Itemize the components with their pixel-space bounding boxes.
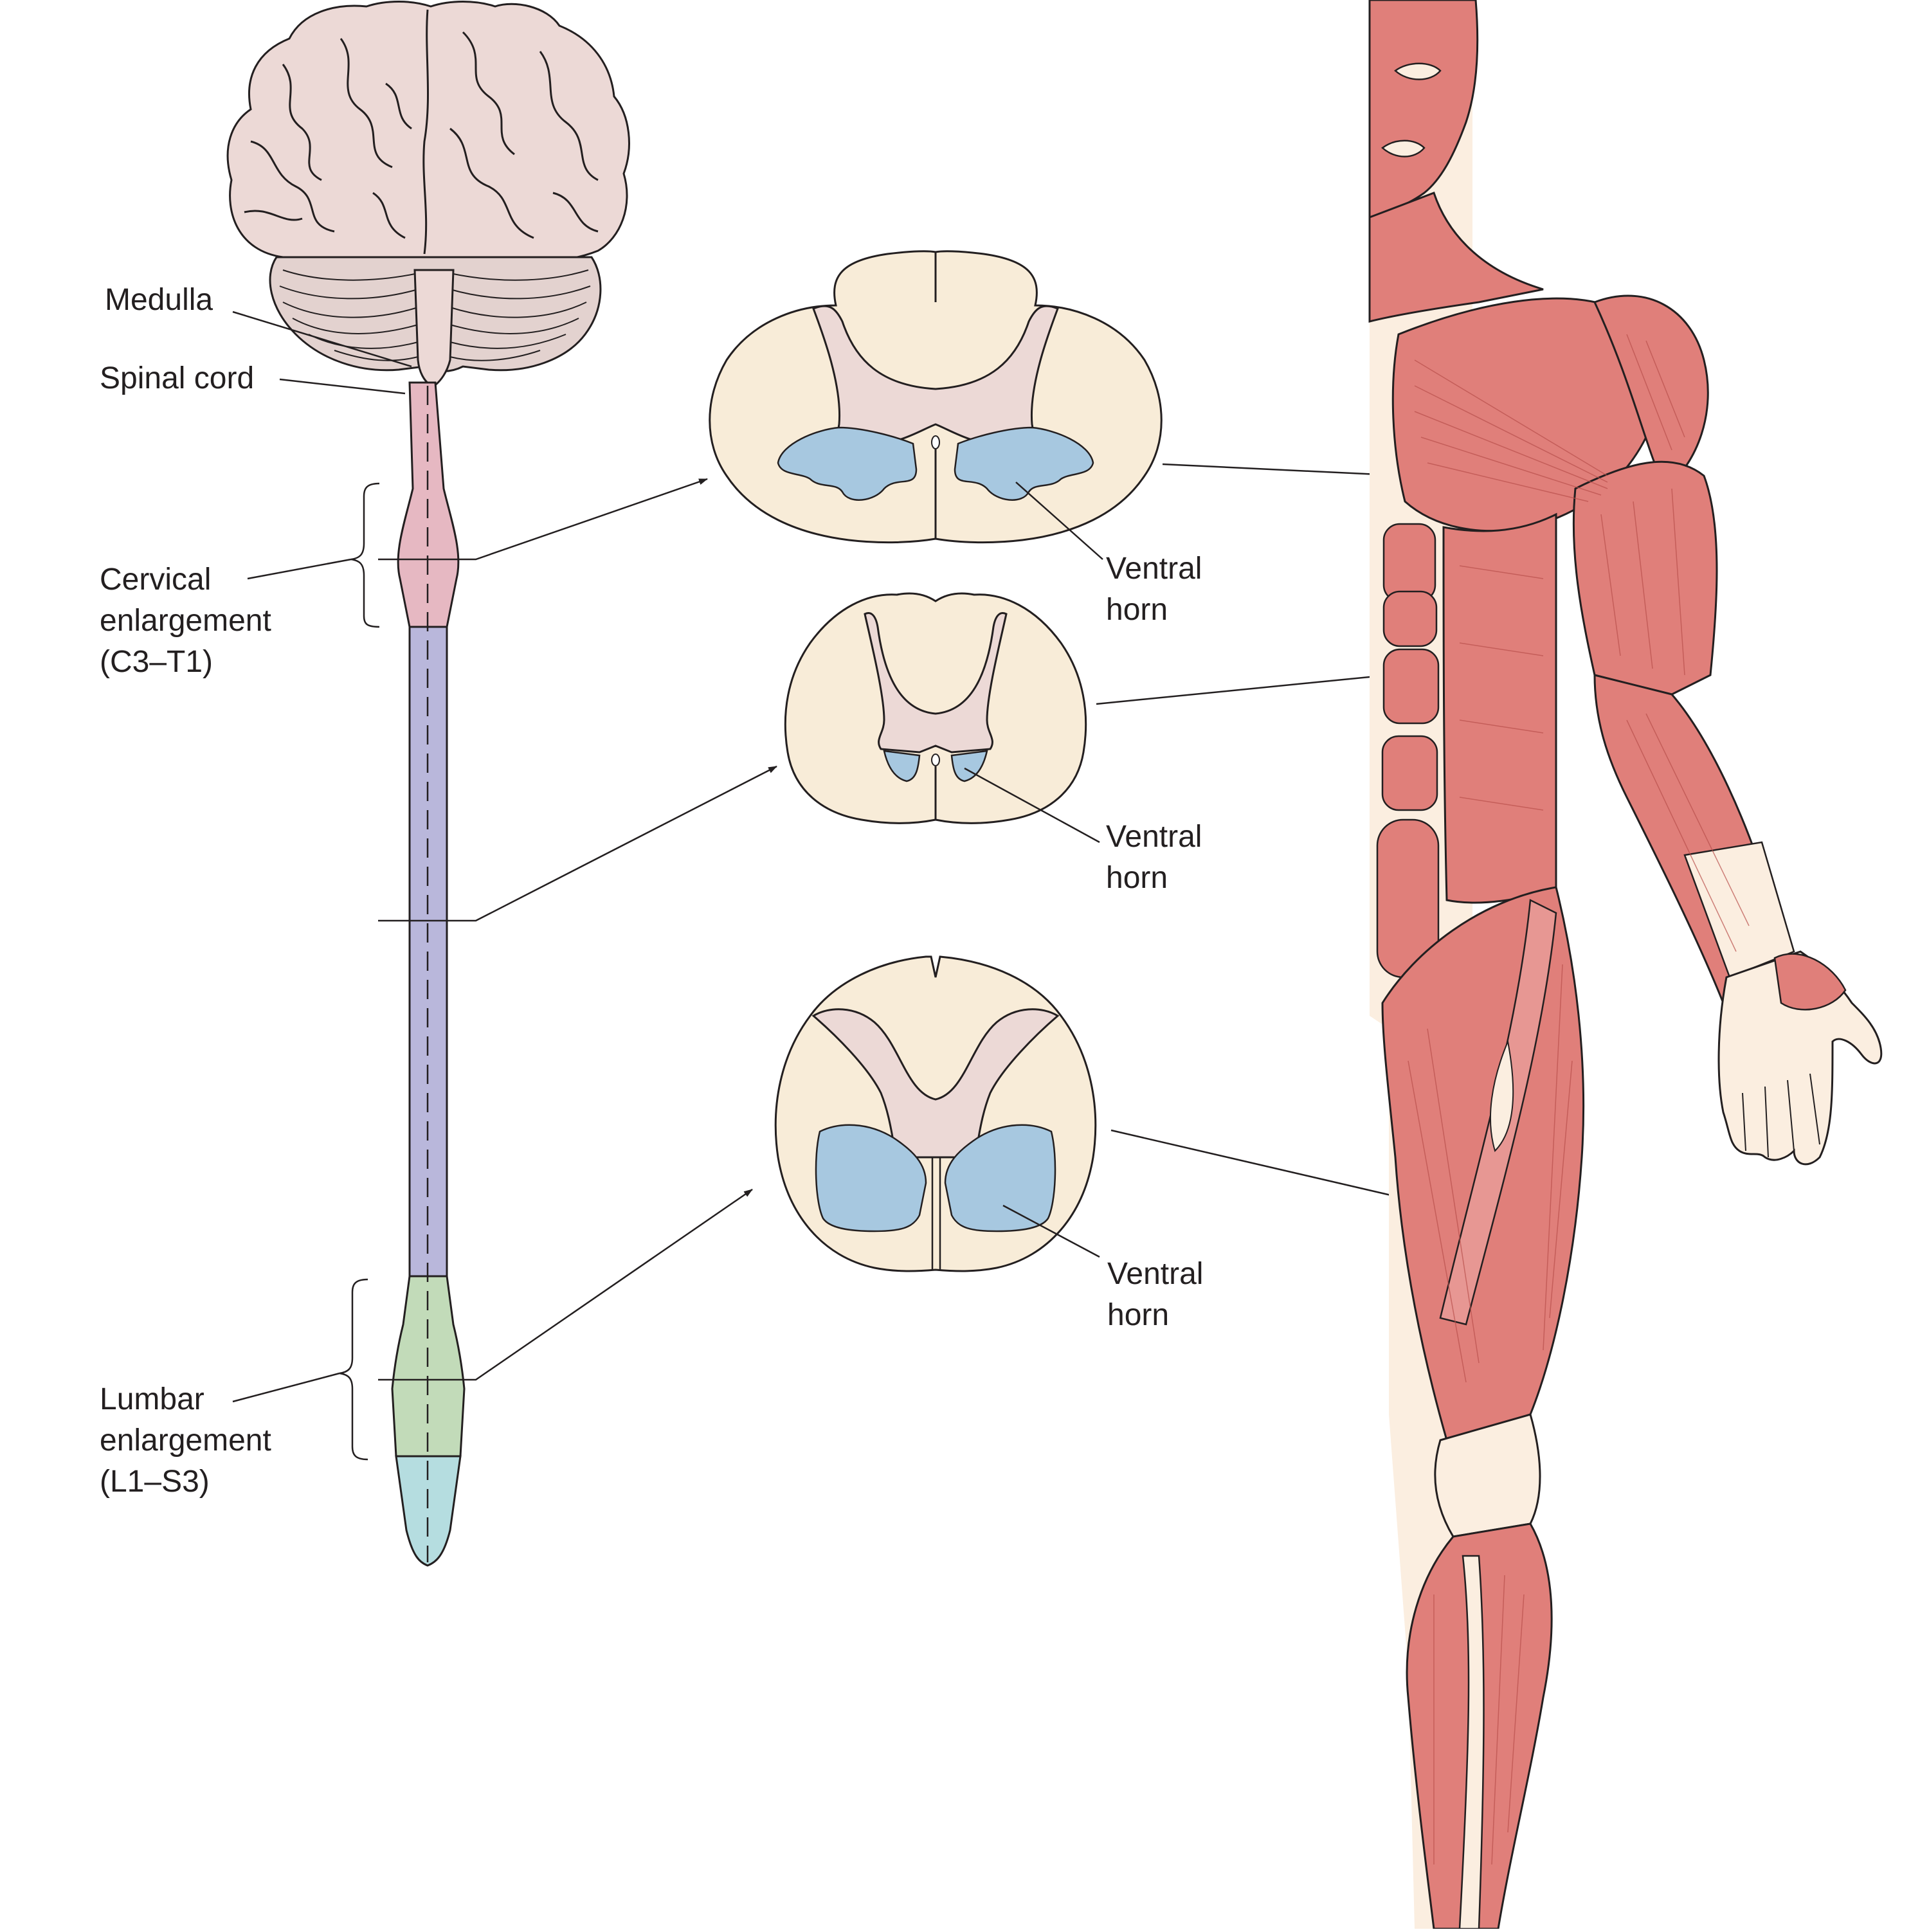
central-canal [931,754,940,766]
ventral-horn-leader-2 [964,767,1100,844]
ventral-horn-leader-3 [1002,1204,1100,1258]
finger-lines [1742,1073,1820,1158]
sacral-segment [395,1455,462,1567]
cross-section-lumbar [774,955,1100,1272]
cerebellum-folia [279,269,591,361]
muscular-body [1368,0,1883,1930]
cervical-enlargement-label: Cervical enlargement (C3–T1) [100,563,271,679]
lumbar-arrow [378,1188,753,1381]
cervical-arrow [378,478,708,561]
forearm-tendons [1683,841,1795,979]
ventral-horn-leader-1 [1015,482,1103,560]
left-leaders [232,311,412,1461]
cross-section-thoracic [784,592,1100,844]
spinal-cord [391,381,466,1567]
gray-matter [811,1008,1060,1159]
trunk-arrow [1096,671,1402,705]
cross-section-cervical [709,250,1163,560]
inner-thigh-gap [1490,1039,1514,1152]
medulla-label: Medulla [105,283,213,317]
neck [1368,192,1544,323]
spinal-cord-leader [279,378,406,395]
central-canal [931,435,940,449]
ventral-horn-label-3: Ventral horn [1107,1257,1204,1332]
ventral-horn-label-2: Ventral horn [1106,820,1202,895]
ventral-horn-right [944,1124,1056,1232]
lumbar-leader [232,1372,340,1403]
brain [226,1,630,386]
oblique-muscle [1442,512,1557,904]
cerebrum [226,1,630,263]
lumbar-brace [339,1278,368,1461]
shoulder-deltoid [1593,294,1709,491]
ventral-horn-right [950,750,988,782]
thoracic-arrow [378,765,777,922]
ventral-horn-right [954,426,1094,501]
ventral-horn-left [777,426,918,501]
ventral-horn-left [815,1124,927,1232]
muscle-fibers [1408,334,1750,1865]
medulla-shape [413,269,455,386]
ventral-horn-label-1: Ventral horn [1106,552,1202,627]
medulla-leader [232,311,412,368]
cervical-leader [247,558,352,580]
gray-matter [864,612,1008,754]
upper-arm [1572,460,1718,696]
spinal-cord-label: Spinal cord [100,361,255,395]
wrist-muscle [1773,953,1847,1011]
ventral-horn-left [883,750,921,782]
white-matter [784,592,1087,824]
eye-icon [1394,62,1442,80]
mouth-icon [1381,140,1426,158]
cord-to-section-arrows [378,478,777,1381]
gyri-lines [244,9,599,255]
cervical-brace [350,482,380,628]
hand [1717,950,1883,1166]
abdominal-muscles [1376,523,1440,979]
lumbar-enlargement-label: Lumbar enlargement (L1–S3) [100,1382,271,1499]
